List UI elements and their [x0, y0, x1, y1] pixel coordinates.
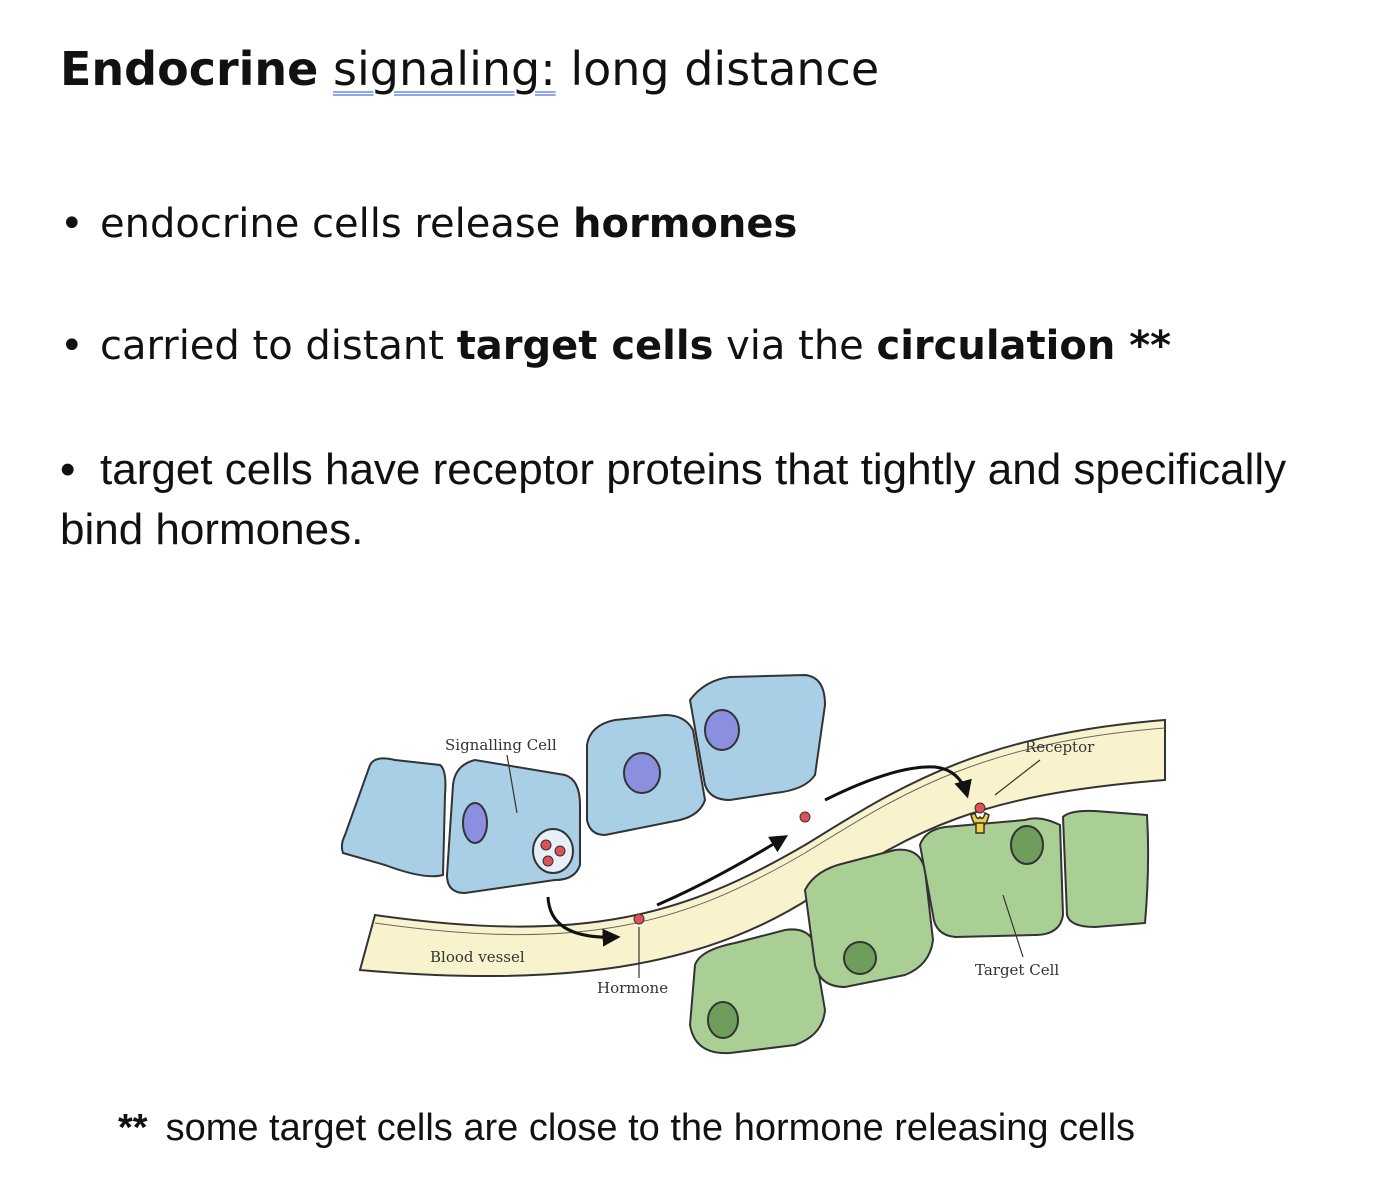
bullet-1-bold: hormones — [573, 201, 798, 247]
receptor-icon — [970, 802, 990, 834]
bullet-2-bold-a: target cells — [456, 323, 714, 369]
hormone — [542, 855, 554, 867]
pointer-line — [506, 754, 518, 814]
vesicle — [532, 828, 574, 874]
hormone — [540, 839, 552, 851]
slide-title: Endocrine signaling: long distance — [60, 42, 879, 97]
nucleus — [704, 709, 740, 751]
nucleus — [843, 941, 877, 975]
bullet-3: •target cells have receptor proteins tha… — [60, 440, 1320, 560]
nucleus — [623, 752, 661, 794]
nucleus — [1010, 825, 1044, 865]
bullet-marker: • — [60, 323, 84, 369]
hormone — [633, 913, 645, 925]
bullet-2-text-a: carried to distant — [100, 323, 457, 369]
vessel-inner-line — [374, 727, 1166, 936]
bullet-3-text: target cells have receptor proteins that… — [60, 445, 1287, 554]
nucleus — [462, 802, 488, 844]
bullet-marker: • — [60, 445, 76, 494]
flow-arrow — [656, 835, 789, 907]
title-bold: Endocrine — [60, 42, 319, 96]
signalling-cells — [340, 673, 827, 895]
target-cell-2 — [803, 848, 935, 989]
label-blood-vessel: Blood vessel — [430, 948, 525, 966]
signalling-cell-4 — [688, 673, 827, 802]
bullet-2-stars: ** — [1115, 323, 1172, 369]
target-cell-1 — [688, 928, 827, 1055]
signalling-cell-1 — [340, 757, 447, 878]
label-signalling-cell: Signalling Cell — [445, 736, 557, 754]
footnote: ** some target cells are close to the hor… — [118, 1106, 1135, 1152]
title-underlined: signaling: — [333, 42, 556, 96]
footnote-marker: ** — [118, 1107, 148, 1149]
target-cells — [688, 809, 1150, 1055]
footnote-text: some target cells are close to the hormo… — [165, 1107, 1136, 1149]
nucleus — [707, 1001, 739, 1039]
bullet-2: • carried to distant target cells via the… — [60, 322, 1171, 370]
pointer-line — [994, 759, 1041, 796]
hormone — [799, 811, 811, 823]
pointer-line — [1002, 894, 1024, 958]
bullet-marker: • — [60, 201, 84, 247]
bullet-2-bold-b: circulation — [876, 323, 1116, 369]
label-target-cell: Target Cell — [975, 961, 1059, 979]
label-hormone: Hormone — [597, 979, 668, 997]
bullet-2-text-b: via the — [713, 323, 877, 369]
title-rest: long distance — [570, 42, 880, 96]
target-cell-4 — [1061, 809, 1150, 929]
release-arrow — [546, 896, 621, 947]
bullet-1: • endocrine cells release hormones — [60, 200, 797, 248]
label-receptor: Receptor — [1025, 738, 1095, 756]
flow-arrow — [824, 765, 972, 802]
bullet-1-text: endocrine cells release — [100, 201, 574, 247]
endocrine-diagram: Signalling Cell Receptor Blood vessel Ho… — [340, 673, 1166, 1055]
hormone — [554, 845, 566, 857]
